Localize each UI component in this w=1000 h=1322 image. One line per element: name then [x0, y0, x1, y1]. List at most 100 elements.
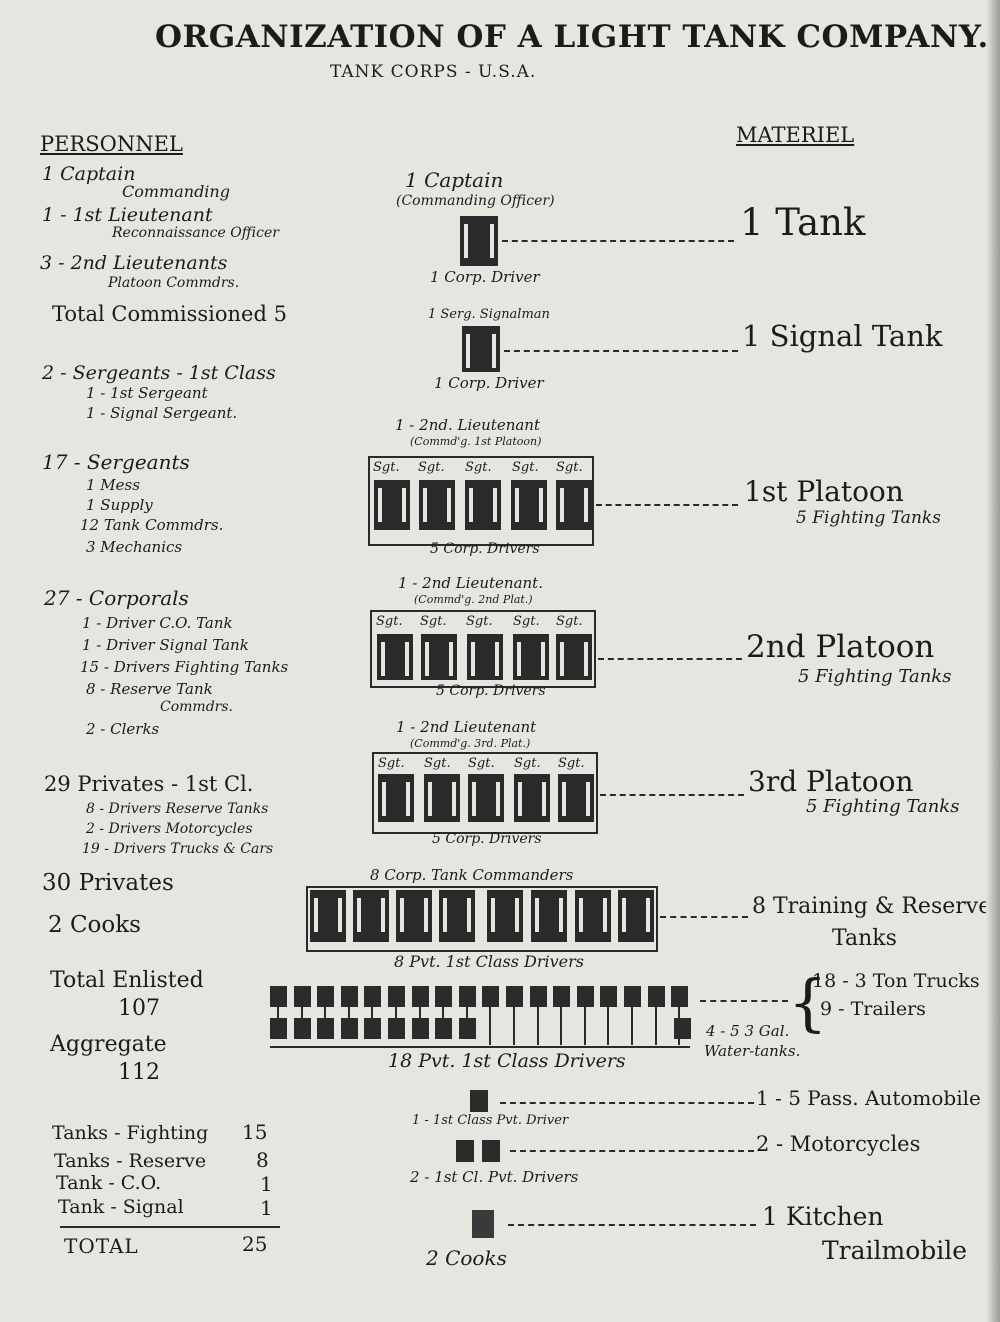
plt1-tank-3 — [465, 480, 501, 530]
tank-totals-total-label: TOTAL — [64, 1234, 139, 1258]
truck-icon — [270, 986, 287, 1007]
plt2-tank-4 — [513, 634, 549, 680]
personnel-corporals: 27 - Corporals — [44, 586, 189, 610]
plt3-sgt-3: Sgt. — [468, 756, 495, 771]
motorcycle-block-1 — [456, 1140, 474, 1162]
trailer-icon — [435, 1018, 452, 1039]
personnel-privates-1st-class: 29 Privates - 1st Cl. — [44, 772, 254, 796]
hq-captain-role: (Commanding Officer) — [396, 193, 555, 209]
reserve-bracket — [306, 886, 658, 952]
truck-link — [607, 1007, 609, 1045]
reserve-tank-3 — [396, 890, 432, 942]
truck-icon — [341, 986, 358, 1007]
tank-totals-reserve-label: Tanks - Reserve — [54, 1150, 207, 1172]
materiel-tank: 1 Tank — [740, 201, 866, 244]
plt2-tank-5 — [556, 634, 592, 680]
trailer-icon — [412, 1018, 429, 1039]
hq-corp-driver: 1 Corp. Driver — [430, 268, 540, 286]
plt2-corp-drivers: 5 Corp. Drivers — [436, 683, 546, 699]
plt3-tank-3 — [468, 774, 504, 822]
water-tank-icon — [674, 1018, 691, 1039]
truck-icon — [294, 986, 311, 1007]
trailer-icon — [341, 1018, 358, 1039]
truck-link — [537, 1007, 539, 1045]
materiel-platoon-3: 3rd Platoon — [748, 765, 914, 798]
personnel-total-commissioned: Total Commissioned 5 — [52, 302, 287, 326]
personnel-1st-lieutenant-role: Reconnaissance Officer — [112, 225, 279, 241]
plt2-tank-3 — [467, 634, 503, 680]
truck-link — [371, 1007, 373, 1019]
materiel-heading: MATERIEL — [736, 123, 855, 147]
personnel-captain-role: Commanding — [122, 182, 230, 201]
plt2-sgt-2: Sgt. — [420, 614, 447, 629]
truck-icon — [317, 986, 334, 1007]
trucks-bracket-bottom — [270, 1046, 690, 1048]
trailer-icon — [459, 1018, 476, 1039]
truck-link — [584, 1007, 586, 1045]
truck-link — [301, 1007, 303, 1019]
materiel-signal-tank: 1 Signal Tank — [742, 319, 943, 353]
truck-link — [513, 1007, 515, 1045]
plt2-sgt-1: Sgt. — [376, 614, 403, 629]
plt1-lieutenant: 1 - 2nd. Lieutenant — [395, 416, 540, 434]
tank-totals-reserve-value: 8 — [256, 1148, 269, 1172]
connector-plt3 — [600, 794, 744, 796]
personnel-heading: PERSONNEL — [40, 132, 183, 156]
reserve-tank-6 — [531, 890, 567, 942]
plt2-command: (Commd'g. 2nd Plat.) — [414, 593, 533, 606]
reserve-tank-8 — [618, 890, 654, 942]
personnel-cooks: 2 Cooks — [48, 912, 141, 938]
materiel-platoon-1: 1st Platoon — [744, 475, 904, 508]
truck-link — [348, 1007, 350, 1019]
plt2-sgt-5: Sgt. — [556, 614, 583, 629]
truck-link — [419, 1007, 421, 1019]
plt1-command: (Commd'g. 1st Platoon) — [410, 435, 542, 448]
plt3-bracket — [372, 752, 598, 834]
personnel-pfc-reserve-drivers: 8 - Drivers Reserve Tanks — [86, 801, 269, 817]
materiel-trailers: 9 - Trailers — [820, 998, 926, 1020]
truck-link — [560, 1007, 562, 1045]
materiel-kitchen-2: Trailmobile — [822, 1236, 968, 1265]
truck-link — [631, 1007, 633, 1045]
plt3-tank-2 — [424, 774, 460, 822]
materiel-trucks: 18 - 3 Ton Trucks — [812, 970, 980, 992]
personnel-sgt-mess: 1 Mess — [86, 476, 140, 494]
kitchen-block — [472, 1210, 494, 1238]
plt3-sgt-1: Sgt. — [378, 756, 405, 771]
plt2-tank-2 — [421, 634, 457, 680]
reserve-drivers: 8 Pvt. 1st Class Drivers — [394, 952, 584, 971]
truck-drivers: 18 Pvt. 1st Class Drivers — [388, 1050, 626, 1072]
truck-link — [466, 1007, 468, 1019]
tank-totals-signal-label: Tank - Signal — [58, 1196, 184, 1218]
trailer-icon — [294, 1018, 311, 1039]
truck-icon — [459, 986, 476, 1007]
plt3-sgt-5: Sgt. — [558, 756, 585, 771]
materiel-automobile: 1 - 5 Pass. Automobile — [756, 1086, 981, 1110]
tank-totals-fighting-value: 15 — [242, 1120, 268, 1144]
personnel-sgt-supply: 1 Supply — [86, 496, 153, 514]
materiel-water-tanks-2: Water-tanks. — [704, 1042, 801, 1060]
personnel-sergeants-1st-class: 2 - Sergeants - 1st Class — [42, 362, 276, 384]
connector-plt2 — [598, 658, 742, 660]
materiel-platoon-2-sub: 5 Fighting Tanks — [798, 666, 952, 687]
truck-link — [655, 1007, 657, 1045]
personnel-signal-sergeant: 1 - Signal Sergeant. — [86, 404, 238, 422]
plt1-sgt-5: Sgt. — [556, 460, 583, 475]
personnel-corp-clerks: 2 - Clerks — [86, 720, 160, 738]
personnel-pfc-truck-drivers: 19 - Drivers Trucks & Cars — [82, 841, 274, 857]
plt3-command: (Commd'g. 3rd. Plat.) — [410, 737, 531, 750]
trailer-icon — [364, 1018, 381, 1039]
personnel-1st-sergeant: 1 - 1st Sergeant — [86, 384, 208, 402]
truck-link — [489, 1007, 491, 1045]
kitchen-cooks: 2 Cooks — [426, 1246, 507, 1270]
connector-trucks — [700, 1000, 788, 1002]
tank-totals-signal-value: 1 — [260, 1196, 273, 1220]
materiel-reserve-2: Tanks — [832, 926, 897, 951]
hq-signalman: 1 Serg. Signalman — [428, 307, 550, 322]
truck-link — [324, 1007, 326, 1019]
reserve-commanders: 8 Corp. Tank Commanders — [370, 866, 574, 884]
hq-captain: 1 Captain — [405, 168, 504, 192]
truck-icon — [482, 986, 499, 1007]
truck-icon — [388, 986, 405, 1007]
personnel-corp-reserve-cmdrs-2: Commdrs. — [160, 699, 233, 715]
